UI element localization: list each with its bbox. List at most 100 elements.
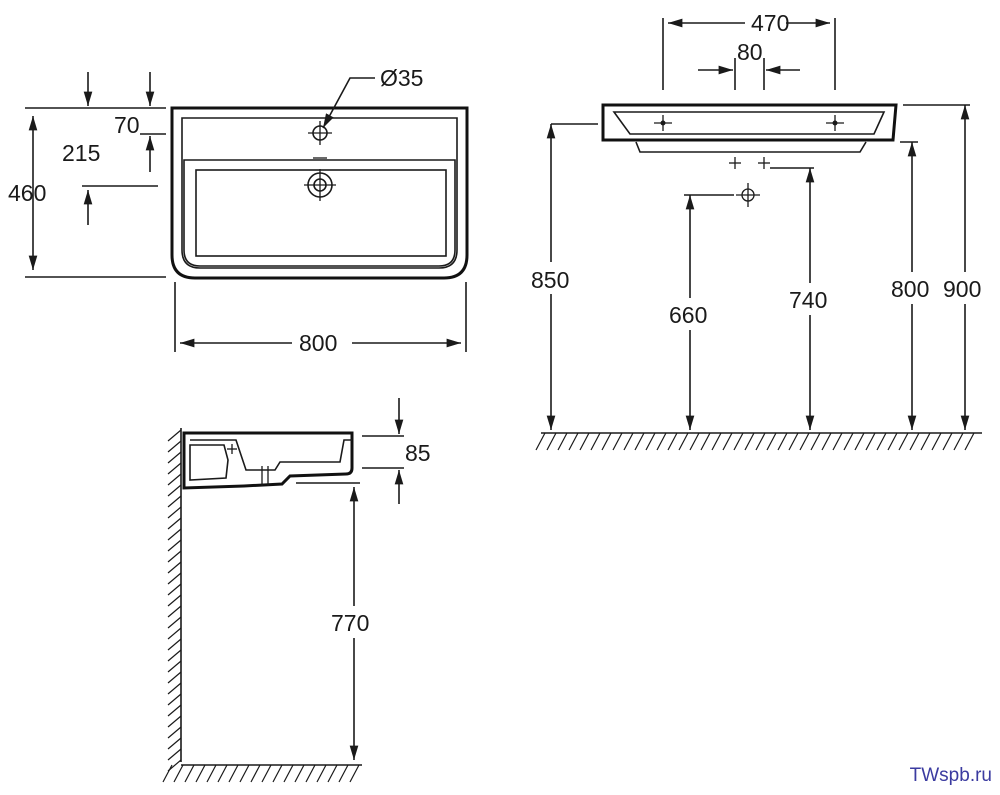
hatch-stroke xyxy=(909,432,920,451)
height-900-label: 900 xyxy=(943,276,981,302)
hatch-stroke xyxy=(167,451,182,464)
top-view: Ø35 460 215 70 800 xyxy=(8,65,469,356)
hatch-stroke xyxy=(167,594,182,607)
front-view: 470 80 850 660 740 xyxy=(528,10,987,451)
hatch-stroke xyxy=(283,764,294,783)
hatch-stroke xyxy=(167,473,182,486)
hatch-stroke xyxy=(316,764,327,783)
hatch-stroke xyxy=(167,561,182,574)
hatch-stroke xyxy=(887,432,898,451)
hatch-stroke xyxy=(865,432,876,451)
hatch-stroke xyxy=(689,432,700,451)
hatch-stroke xyxy=(601,432,612,451)
hatch-stroke xyxy=(167,748,182,761)
hatch-stroke xyxy=(167,583,182,596)
hatch-stroke xyxy=(590,432,601,451)
side-floor-hatching xyxy=(162,764,360,783)
hatch-stroke xyxy=(167,572,182,585)
hatch-stroke xyxy=(634,432,645,451)
hatch-stroke xyxy=(167,506,182,519)
hatch-stroke xyxy=(167,737,182,750)
floor-hatching xyxy=(535,432,975,451)
hatch-stroke xyxy=(667,432,678,451)
front-tap-hole-right xyxy=(826,115,844,131)
hatch-stroke xyxy=(167,704,182,717)
side-view: 85 770 xyxy=(162,398,431,783)
height-740-label: 740 xyxy=(789,287,827,313)
front-basin-bottom xyxy=(635,141,867,153)
hatch-stroke xyxy=(167,627,182,640)
hatch-stroke xyxy=(535,432,546,451)
hatch-stroke xyxy=(167,649,182,662)
front-tap-hole-left xyxy=(654,115,672,131)
tap-spacing-outer-label: 470 xyxy=(751,10,789,36)
hatch-stroke xyxy=(832,432,843,451)
hatch-stroke xyxy=(206,764,217,783)
hatch-stroke xyxy=(579,432,590,451)
hatch-stroke xyxy=(810,432,821,451)
hatch-stroke xyxy=(167,528,182,541)
hatch-stroke xyxy=(338,764,349,783)
hatch-stroke xyxy=(167,660,182,673)
hatch-stroke xyxy=(167,495,182,508)
hatch-stroke xyxy=(546,432,557,451)
hatch-stroke xyxy=(766,432,777,451)
side-basin-wall-part xyxy=(189,444,229,481)
basin-rim xyxy=(181,117,458,269)
hatch-stroke xyxy=(162,764,173,783)
hatch-stroke xyxy=(167,539,182,552)
hatch-stroke xyxy=(931,432,942,451)
hatch-stroke xyxy=(568,432,579,451)
hatch-stroke xyxy=(700,432,711,451)
side-basin-outline xyxy=(182,431,354,490)
hatch-stroke xyxy=(167,671,182,684)
diameter-leader xyxy=(322,77,375,129)
hatch-stroke xyxy=(821,432,832,451)
basin-bowl xyxy=(183,159,456,267)
hatch-stroke xyxy=(722,432,733,451)
width-label: 800 xyxy=(299,330,337,356)
hatch-stroke xyxy=(294,764,305,783)
tap-hole xyxy=(308,121,332,145)
hatch-stroke xyxy=(173,764,184,783)
hatch-stroke xyxy=(167,693,182,706)
hatch-stroke xyxy=(167,605,182,618)
hatch-stroke xyxy=(167,429,182,442)
watermark: TWspb.ru xyxy=(909,765,992,786)
hatch-stroke xyxy=(678,432,689,451)
hatch-stroke xyxy=(920,432,931,451)
hatch-stroke xyxy=(557,432,568,451)
hatch-stroke xyxy=(228,764,239,783)
basin-outline xyxy=(170,106,469,280)
hatch-stroke xyxy=(755,432,766,451)
hatch-stroke xyxy=(305,764,316,783)
hatch-stroke xyxy=(788,432,799,451)
height-660-label: 660 xyxy=(669,302,707,328)
wall-hatching xyxy=(167,429,182,772)
hatch-stroke xyxy=(733,432,744,451)
side-basin-inner xyxy=(190,439,352,471)
hatch-stroke xyxy=(167,517,182,530)
hatch-stroke xyxy=(612,432,623,451)
hatch-stroke xyxy=(184,764,195,783)
supply-markers xyxy=(729,157,770,207)
hatch-stroke xyxy=(777,432,788,451)
basin-bowl-inner xyxy=(195,169,447,257)
hatch-stroke xyxy=(167,726,182,739)
hatch-stroke xyxy=(167,484,182,497)
hatch-stroke xyxy=(261,764,272,783)
front-basin-inner xyxy=(612,111,886,135)
mount-height-label: 770 xyxy=(331,610,369,636)
hatch-stroke xyxy=(876,432,887,451)
hatch-stroke xyxy=(195,764,206,783)
hatch-stroke xyxy=(799,432,810,451)
hatch-stroke xyxy=(167,638,182,651)
hatch-stroke xyxy=(656,432,667,451)
hatch-stroke xyxy=(167,462,182,475)
hatch-stroke xyxy=(167,682,182,695)
hatch-stroke xyxy=(623,432,634,451)
hatch-stroke xyxy=(645,432,656,451)
tap-offset-label: 70 xyxy=(114,112,140,138)
hatch-stroke xyxy=(349,764,360,783)
